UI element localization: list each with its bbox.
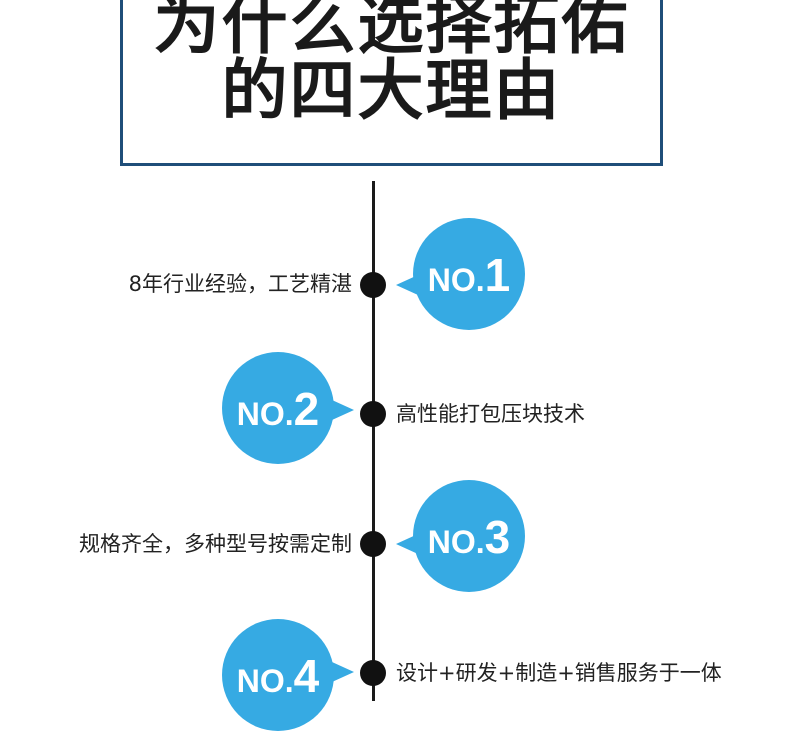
badge-2-prefix: NO. <box>236 396 294 432</box>
title-box: 为什么选择拓佑 的四大理由 <box>120 0 663 166</box>
badge-3-number: 3 <box>484 511 511 563</box>
badge-4-pointer <box>332 662 354 682</box>
timeline-dot-4 <box>360 660 386 686</box>
reason-1-text: 8年行业经验，工艺精湛 <box>128 272 352 296</box>
badge-4-prefix: NO. <box>236 663 294 699</box>
badge-4-number: 4 <box>293 650 320 702</box>
timeline-dot-3 <box>360 531 386 557</box>
reason-4-text: 设计+研发+制造+销售服务于一体 <box>396 661 722 685</box>
badge-no-1: NO.1 <box>413 218 525 330</box>
badge-2-pointer <box>332 400 354 420</box>
badge-1-pointer <box>396 275 418 295</box>
badge-1-number: 1 <box>484 249 511 301</box>
badge-no-4: NO.4 <box>222 619 334 731</box>
badge-no-2: NO.2 <box>222 352 334 464</box>
badge-1-prefix: NO. <box>427 262 485 298</box>
timeline-line <box>372 181 375 701</box>
timeline-dot-1 <box>360 272 386 298</box>
badge-no-3: NO.3 <box>413 480 525 592</box>
badge-3-pointer <box>396 534 418 554</box>
reason-2-text: 高性能打包压块技术 <box>396 402 585 426</box>
badge-3-prefix: NO. <box>427 524 485 560</box>
badge-2-number: 2 <box>293 383 320 435</box>
title-line-1: 为什么选择拓佑 <box>153 0 630 63</box>
reason-3-text: 规格齐全，多种型号按需定制 <box>79 532 352 556</box>
timeline-dot-2 <box>360 401 386 427</box>
title-line-2: 的四大理由 <box>221 52 562 129</box>
